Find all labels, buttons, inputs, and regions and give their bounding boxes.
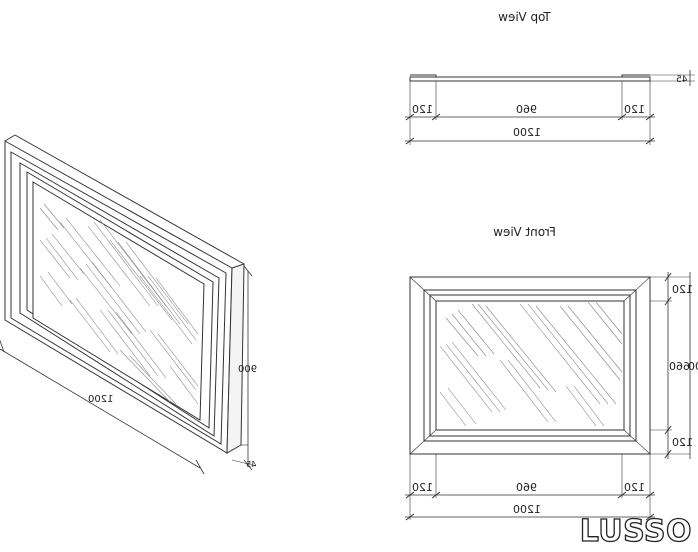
front-glass-reflection	[439, 301, 623, 427]
top-view	[405, 70, 695, 145]
brand-logo: LUSSO	[579, 513, 692, 549]
front-bottom-left-dim: 120	[412, 481, 433, 494]
front-view	[405, 272, 691, 521]
isometric-view	[0, 134, 257, 475]
iso-mirror-glass	[32, 181, 205, 421]
iso-height-label: 900	[238, 364, 257, 375]
front-bottom-total-dim: 1200	[513, 503, 541, 516]
iso-frame-molding-2	[19, 162, 220, 437]
front-frame-outer	[409, 276, 651, 455]
front-side-top-dim: 120	[672, 283, 693, 296]
top-view-middle-dim: 960	[516, 103, 537, 116]
front-side-middle-dim: 660	[669, 360, 690, 373]
front-mirror-glass	[435, 300, 625, 431]
front-bottom-right-dim: 120	[624, 481, 645, 494]
front-frame-inner-2	[429, 294, 631, 437]
iso-frame-molding-1	[10, 151, 227, 445]
front-frame-inner-1	[423, 289, 637, 442]
top-view-left-dim: 120	[412, 103, 433, 116]
top-view-frame-profile	[409, 76, 651, 82]
iso-frame-molding-3	[26, 171, 214, 429]
top-view-title: Top View	[498, 10, 552, 24]
top-view-depth-dim: 45	[676, 75, 687, 85]
iso-depth-label: 45	[246, 460, 256, 469]
iso-width-dim-line	[0, 348, 201, 469]
front-bottom-middle-dim: 960	[516, 481, 537, 494]
iso-width-label: 1200	[88, 394, 113, 405]
front-view-title: Front View	[493, 225, 556, 239]
top-view-total-dim: 1200	[513, 126, 541, 139]
front-side-bottom-dim: 120	[672, 436, 693, 449]
top-view-right-dim: 120	[624, 103, 645, 116]
front-side-total-dim: 900	[688, 360, 698, 373]
iso-glass-reflection	[39, 203, 199, 405]
